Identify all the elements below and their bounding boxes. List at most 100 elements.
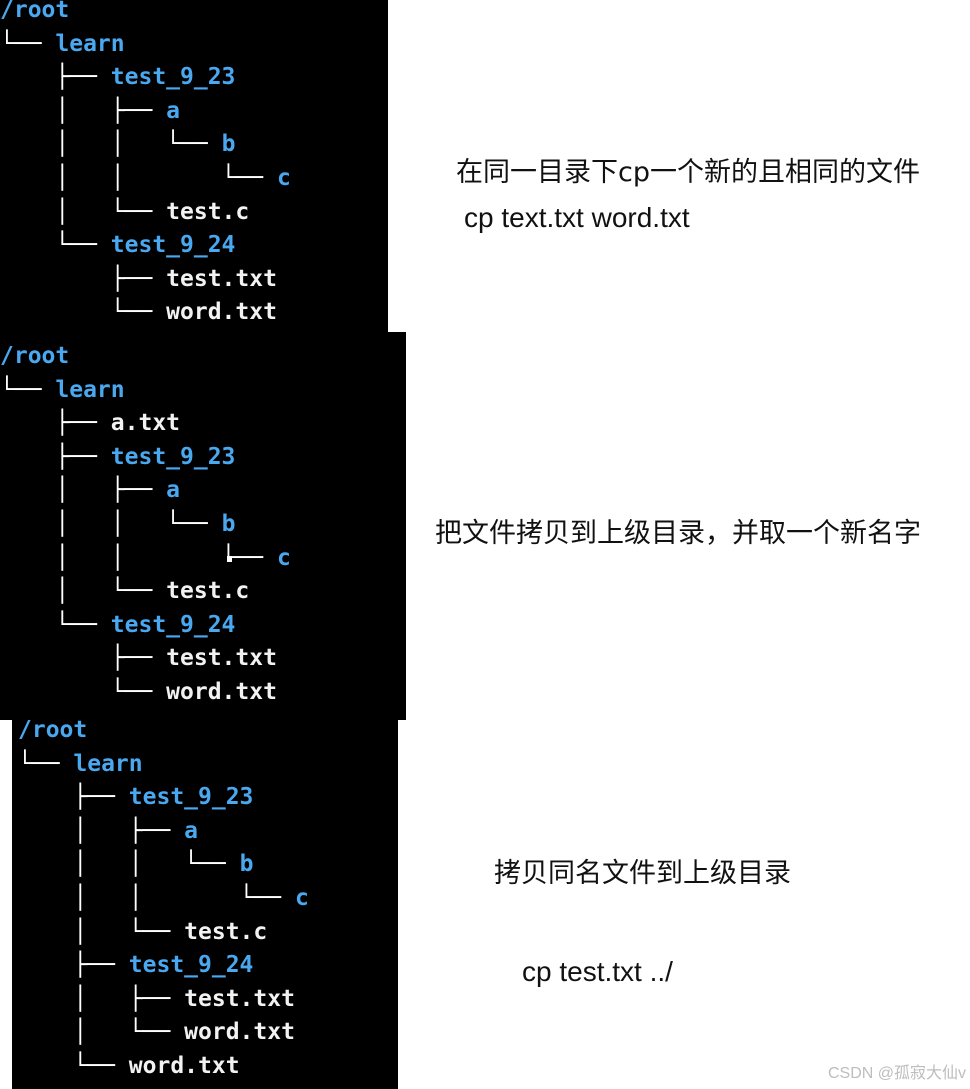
tree-line: │ ├── a	[18, 815, 309, 849]
tree-line: │ │ └── c	[18, 882, 309, 916]
tree-branch: │ │ └──	[0, 164, 277, 191]
tree-listing-3: /root └── learn ├── test_9_23 │ ├── a │ │…	[18, 714, 309, 1084]
tree-branch: └──	[0, 678, 167, 705]
tree-branch: │ ├──	[0, 97, 167, 124]
tree-branch: ├──	[0, 443, 111, 470]
tree-line: /root	[0, 0, 291, 28]
tree-branch: ├──	[18, 784, 129, 811]
tree-line: ├── test_9_23	[0, 441, 291, 475]
tree-line: ├── test_9_23	[18, 781, 309, 815]
tree-line: └── learn	[18, 748, 309, 782]
tree-line: │ ├── a	[0, 95, 291, 129]
directory-name: test_9_24	[110, 611, 236, 638]
tree-line: /root	[0, 340, 291, 374]
tree-branch: ├──	[0, 645, 167, 672]
file-name: word.txt	[184, 1019, 295, 1046]
tree-line: │ │ └── c	[0, 162, 291, 196]
directory-name: a	[166, 477, 181, 504]
file-name: test.c	[184, 918, 268, 945]
tree-branch: └──	[0, 232, 111, 259]
directory-name: /root	[0, 0, 70, 23]
tree-line: ├── test_9_24	[18, 949, 309, 983]
tree-line: │ │ └── c	[0, 542, 291, 576]
directory-name: learn	[73, 750, 143, 777]
terminal-panel-3: /root └── learn ├── test_9_23 │ ├── a │ │…	[12, 712, 398, 1089]
tree-branch: └──	[18, 1052, 129, 1079]
tree-line: ├── test_9_23	[0, 61, 291, 95]
tree-branch: │ └──	[18, 1019, 185, 1046]
tree-line: │ │ └── b	[0, 508, 291, 542]
tree-line: │ └── word.txt	[18, 1016, 309, 1050]
tree-branch: │ └──	[18, 918, 185, 945]
tree-branch: └──	[0, 376, 56, 403]
terminal-panel-2: /root └── learn ├── a.txt ├── test_9_23 │…	[0, 332, 406, 720]
directory-name: b	[239, 851, 254, 878]
tree-line: /root	[18, 714, 309, 748]
file-name: test.txt	[166, 265, 277, 292]
directory-name: test_9_23	[110, 443, 236, 470]
tree-branch: └──	[0, 30, 56, 57]
directory-name: /root	[0, 343, 70, 369]
directory-name: /root	[18, 717, 88, 743]
tree-branch: └──	[0, 299, 167, 326]
directory-name: test_9_24	[128, 952, 254, 979]
file-name: a.txt	[110, 410, 181, 437]
tree-branch: ├──	[18, 952, 129, 979]
tree-branch: ├──	[0, 410, 111, 437]
tree-line: └── word.txt	[0, 296, 291, 330]
tree-branch: │ ├──	[0, 477, 167, 504]
tree-listing-2: /root └── learn ├── a.txt ├── test_9_23 │…	[0, 340, 291, 710]
note-same-dir-copy: 在同一目录下cp一个新的且相同的文件	[456, 157, 920, 188]
file-name: word.txt	[128, 1052, 240, 1079]
tree-line: └── word.txt	[0, 676, 291, 710]
tree-line: ├── a.txt	[0, 407, 291, 441]
tree-branch: │ └──	[0, 578, 167, 605]
directory-name: b	[221, 510, 236, 537]
note-copy-rename-parent: 把文件拷贝到上级目录，并取一个新名字	[435, 518, 921, 549]
file-name: word.txt	[166, 678, 277, 705]
directory-name: b	[221, 131, 236, 158]
tree-line: │ └── test.c	[0, 196, 291, 230]
watermark: CSDN @孤寂大仙v	[827, 1065, 966, 1082]
tree-line: ├── test.txt	[0, 642, 291, 676]
tree-line: └── test_9_24	[0, 229, 291, 263]
tree-branch: │ ├──	[18, 817, 185, 844]
directory-name: a	[166, 97, 181, 124]
file-name: word.txt	[166, 299, 277, 326]
tree-branch: │ │ └──	[0, 544, 277, 571]
directory-name: c	[276, 164, 291, 191]
tree-branch: └──	[18, 750, 74, 777]
tree-listing-1: /root └── learn ├── test_9_23 │ ├── a │ │…	[0, 0, 291, 330]
tree-line: │ ├── a	[0, 474, 291, 508]
file-name: test.txt	[184, 985, 295, 1012]
file-name: test.c	[166, 198, 250, 225]
tree-line: │ └── test.c	[18, 916, 309, 950]
tree-branch: │ │ └──	[0, 510, 222, 537]
directory-name: c	[294, 884, 309, 911]
cursor-marker	[227, 556, 232, 562]
directory-name: a	[184, 817, 199, 844]
note-same-dir-command: cp text.txt word.txt	[464, 202, 690, 233]
terminal-panel-1: /root └── learn ├── test_9_23 │ ├── a │ │…	[0, 0, 388, 332]
directory-name: test_9_23	[110, 64, 236, 91]
directory-name: learn	[55, 376, 125, 403]
tree-branch: │ │ └──	[0, 131, 222, 158]
tree-line: └── word.txt	[18, 1050, 309, 1084]
tree-line: │ │ └── b	[18, 848, 309, 882]
tree-branch: │ └──	[0, 198, 167, 225]
directory-name: learn	[55, 30, 125, 57]
tree-branch: │ │ └──	[18, 884, 295, 911]
directory-name: c	[276, 544, 291, 571]
tree-line: └── test_9_24	[0, 609, 291, 643]
tree-line: │ │ └── b	[0, 128, 291, 162]
tree-branch: ├──	[0, 64, 111, 91]
note-copy-same-name-parent: 拷贝同名文件到上级目录	[494, 858, 791, 889]
tree-line: │ └── test.c	[0, 575, 291, 609]
tree-branch: │ ├──	[18, 985, 185, 1012]
tree-branch: │ │ └──	[18, 851, 240, 878]
file-name: test.txt	[166, 645, 277, 672]
directory-name: test_9_24	[110, 232, 236, 259]
file-name: test.c	[166, 578, 250, 605]
tree-branch: ├──	[0, 265, 167, 292]
tree-line: └── learn	[0, 374, 291, 408]
